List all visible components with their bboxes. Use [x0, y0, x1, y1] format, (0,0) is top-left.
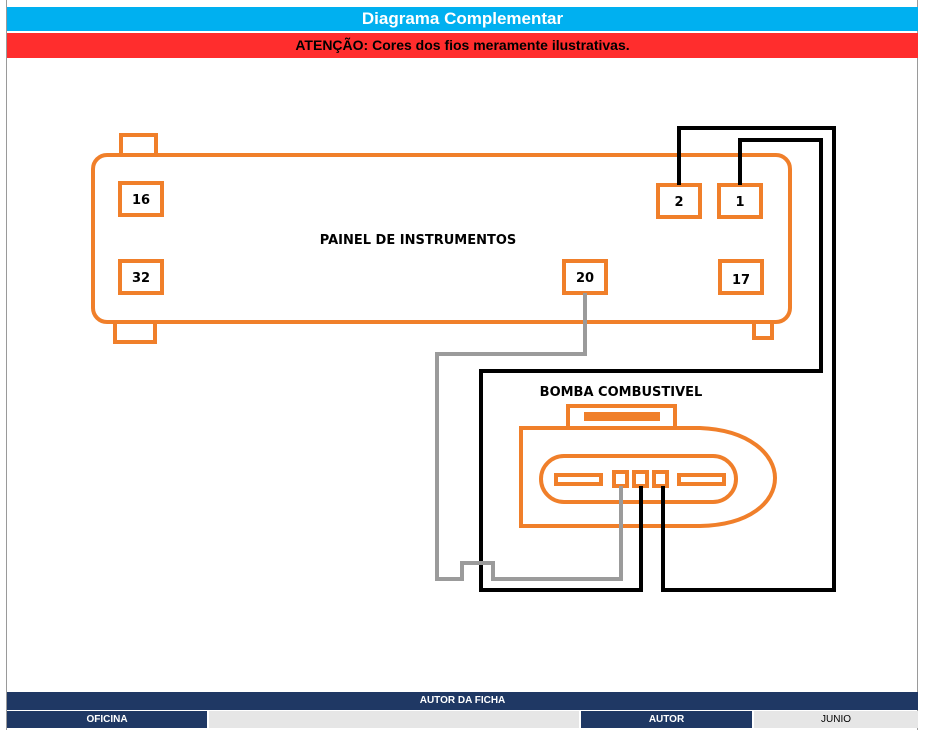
pin-32-label: 32: [132, 271, 150, 286]
wire-pin20-gray: [435, 293, 623, 581]
fuel-pump-label: BOMBA COMBUSTIVEL: [540, 385, 703, 400]
panel-body: [91, 153, 792, 324]
pin-16-label: 16: [132, 193, 150, 208]
pump-slot-right: [677, 473, 726, 486]
pin-32-box: [118, 259, 164, 295]
pump-pin-3: [652, 470, 669, 488]
pin-1-label: 1: [735, 195, 744, 210]
oficina-value: [209, 711, 579, 728]
warning-banner: ATENÇÃO: Cores dos fios meramente ilustr…: [7, 33, 918, 58]
instrument-panel-connector: [91, 133, 792, 344]
page-title: Diagrama Complementar: [7, 7, 918, 31]
page-frame: [6, 0, 918, 730]
pin-2-label: 2: [674, 195, 683, 210]
pin-17-box: [718, 259, 764, 295]
pump-top-tab-bar: [584, 412, 660, 421]
pump-pin-row: [539, 454, 738, 504]
wire-pin1-black: [479, 138, 823, 592]
autor-value: JUNIO: [754, 711, 918, 728]
footer-title: AUTOR DA FICHA: [7, 692, 918, 710]
pin-17-label: 17: [732, 273, 750, 288]
instrument-panel-label: PAINEL DE INSTRUMENTOS: [320, 233, 517, 248]
pump-slot-left: [554, 473, 603, 486]
oficina-label: OFICINA: [7, 711, 207, 728]
pin-16-box: [118, 181, 164, 217]
wire-pin2-black: [661, 126, 836, 592]
pin-20-label: 20: [576, 271, 594, 286]
autor-label: AUTOR: [581, 711, 752, 728]
fuel-pump-connector: [519, 404, 778, 528]
